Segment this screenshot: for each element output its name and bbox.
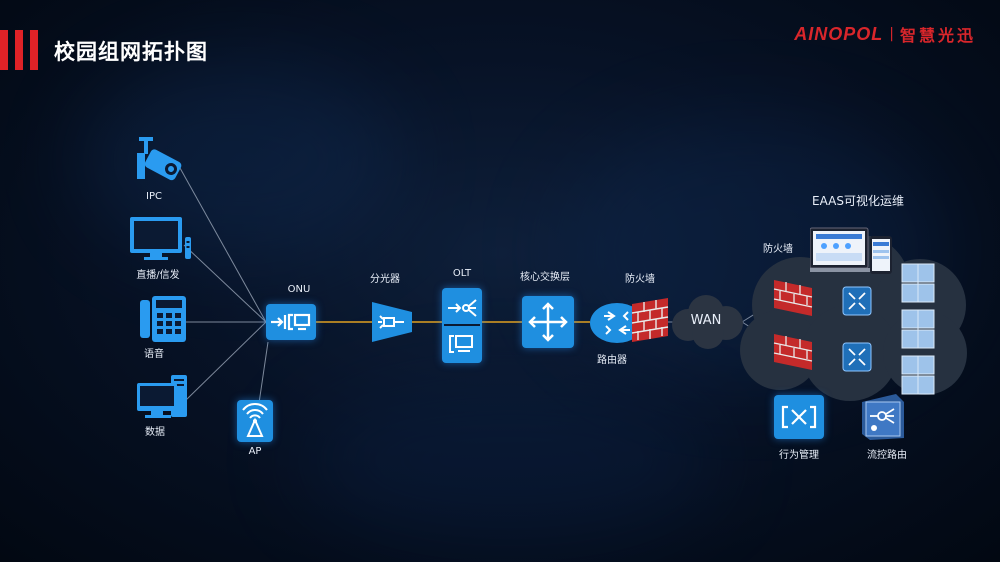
tv-label: 直播/信发 [136, 270, 180, 281]
ipc-camera-icon [135, 137, 185, 189]
router-icon [590, 302, 644, 344]
wan-cloud-icon [668, 293, 746, 351]
flow-control-router-icon [862, 394, 904, 440]
ap-label: AP [248, 446, 262, 457]
core-switch-icon [522, 296, 574, 348]
logo-brand-text: AINOPOL [794, 23, 884, 44]
cloud-firewall-label: 防火墙 [763, 244, 793, 255]
router-label: 路由器 [597, 355, 627, 366]
server-stack-3-icon [900, 354, 936, 396]
tv-monitor-icon [130, 215, 192, 263]
onu-label: ONU [287, 284, 311, 295]
cloud-firewall-bottom-icon [772, 330, 814, 372]
phone-icon [140, 296, 186, 342]
behavior-management-label: 行为管理 [779, 450, 819, 461]
splitter-label: 分光器 [370, 274, 400, 285]
logo-separator: | [889, 26, 894, 42]
wan-label: WAN [690, 313, 722, 328]
eaas-label: EAAS可视化运维 [812, 194, 904, 208]
firewall-icon [628, 296, 672, 344]
dashboard-screens-icon [806, 226, 894, 282]
splitter-icon [372, 302, 412, 342]
cloud-switch-top-icon [842, 286, 872, 316]
olt-label: OLT [452, 268, 472, 279]
brand-logo: AINOPOL | 智慧光迅 [794, 22, 976, 46]
server-stack-1-icon [900, 262, 936, 304]
cloud-firewall-top-icon [772, 276, 814, 318]
firewall-label: 防火墙 [625, 274, 655, 285]
flow-control-router-label: 流控路由 [867, 450, 907, 461]
page-title: 校园组网拓扑图 [54, 40, 208, 64]
olt-device-icon [442, 288, 482, 363]
behavior-management-icon [774, 395, 824, 439]
logo-chinese-text: 智慧光迅 [899, 26, 976, 45]
desktop-pc-icon [137, 375, 189, 421]
ipc-label: IPC [146, 191, 162, 202]
onu-device-icon [266, 304, 316, 340]
server-stack-2-icon [900, 308, 936, 350]
core-switch-label: 核心交换层 [520, 272, 570, 283]
cloud-switch-bottom-icon [842, 342, 872, 372]
pc-label: 数据 [145, 427, 165, 438]
phone-label: 语音 [144, 349, 164, 360]
header-accent-bars [0, 30, 38, 70]
access-point-icon [237, 400, 273, 442]
